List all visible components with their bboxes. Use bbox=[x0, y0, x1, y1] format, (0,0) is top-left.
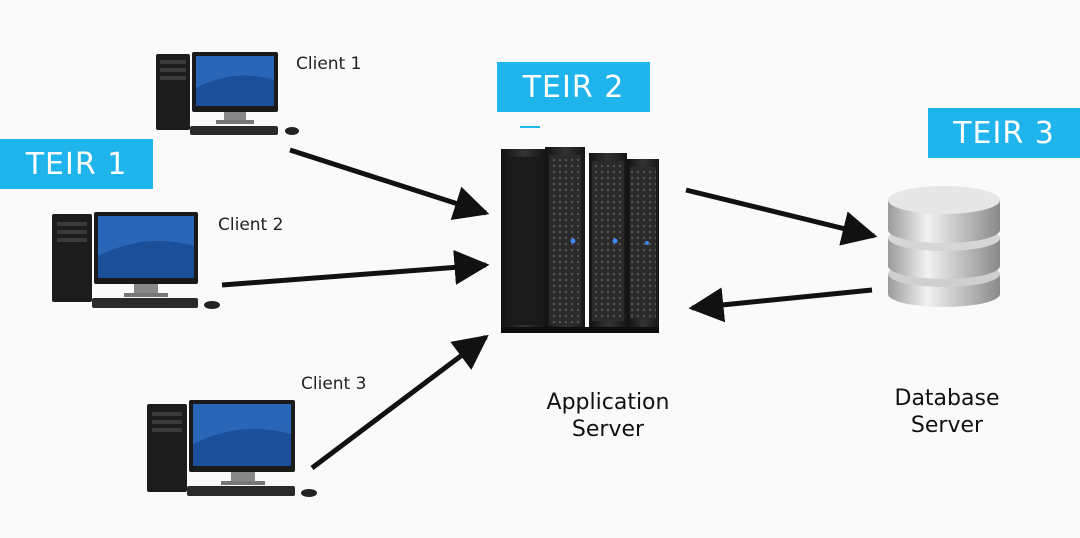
client-1-label: Client 1 bbox=[296, 54, 362, 74]
desktop-computer-icon bbox=[156, 52, 299, 135]
arrow-client2-to-app bbox=[221, 249, 490, 288]
application-server-label-line2: Server bbox=[571, 417, 645, 442]
arrow-db-to-app bbox=[688, 287, 873, 323]
arrow-app-to-db bbox=[685, 187, 878, 246]
client-2-label: Client 2 bbox=[218, 215, 284, 235]
application-server-rack bbox=[497, 145, 662, 337]
tier-1-label: TEIR 1 bbox=[0, 139, 153, 189]
application-server-label-line1: Application bbox=[546, 390, 670, 415]
server-rack-icon bbox=[501, 147, 659, 333]
database-server bbox=[884, 178, 1004, 310]
tier-3-label: TEIR 3 bbox=[928, 108, 1080, 158]
client-2-computer bbox=[48, 208, 223, 316]
desktop-computer-icon bbox=[147, 400, 317, 497]
database-icon bbox=[888, 186, 1000, 307]
tier-2-label: TEIR 2 bbox=[497, 62, 650, 112]
client-1-computer bbox=[150, 48, 310, 144]
client-3-computer bbox=[143, 398, 323, 506]
database-server-label: Database Server bbox=[892, 385, 1002, 439]
arrow-client1-to-app bbox=[289, 147, 490, 221]
database-server-label-line1: Database bbox=[894, 386, 1000, 411]
client-3-label: Client 3 bbox=[301, 374, 367, 394]
arrow-client3-to-app bbox=[310, 334, 489, 470]
database-server-label-line2: Server bbox=[910, 413, 984, 438]
tier-2-underline bbox=[520, 126, 540, 128]
application-server-label: Application Server bbox=[538, 389, 678, 443]
desktop-computer-icon bbox=[52, 212, 220, 309]
